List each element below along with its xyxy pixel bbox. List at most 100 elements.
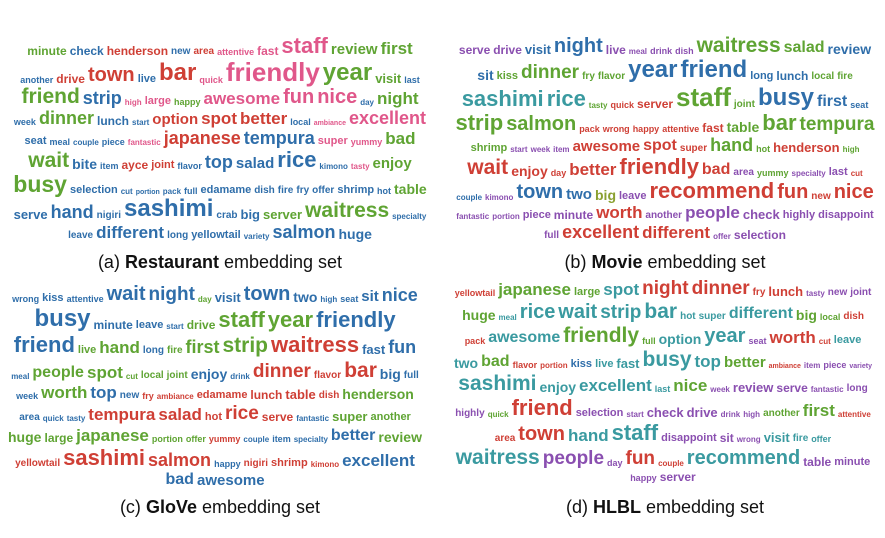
cloud-word-table: table bbox=[394, 180, 427, 197]
cloud-word-waitress: waitress bbox=[305, 199, 390, 223]
cloud-word-yellowtail: yellowtail bbox=[191, 229, 241, 242]
cloud-word-friendly: friendly bbox=[225, 56, 320, 87]
cloud-word-selection: selection bbox=[70, 183, 118, 196]
cloud-word-another: another bbox=[763, 408, 800, 420]
cloud-word-friend: friend bbox=[511, 395, 573, 421]
caption-c-suffix: embedding set bbox=[196, 497, 321, 517]
cloud-word-fry: fry bbox=[296, 184, 310, 196]
cloud-word-large: large bbox=[144, 95, 171, 108]
cloud-word-minute: minute bbox=[834, 456, 871, 469]
cloud-word-selection: selection bbox=[733, 228, 786, 242]
cloud-word-shrimp: shrimp bbox=[271, 457, 308, 469]
cloud-word-lunch: lunch bbox=[97, 114, 129, 129]
cloud-word-sashimi: sashimi bbox=[124, 195, 214, 223]
cloud-word-staff: staff bbox=[218, 307, 265, 332]
cloud-word-huge: huge bbox=[8, 428, 42, 445]
cloud-word-waitress: waitress bbox=[696, 34, 781, 57]
cloud-word-joint: joint bbox=[733, 99, 755, 110]
cloud-word-night: night bbox=[377, 89, 419, 109]
cloud-word-couple: couple bbox=[456, 193, 483, 202]
cloud-word-worth: worth bbox=[41, 383, 88, 402]
cloud-word-week: week bbox=[16, 391, 39, 401]
cloud-word-full: full bbox=[403, 369, 419, 381]
cloud-word-awesome: awesome bbox=[572, 138, 641, 155]
cloud-word-excellent: excellent bbox=[342, 451, 415, 470]
cloud-word-kiss: kiss bbox=[496, 70, 519, 82]
cloud-word-item: item bbox=[553, 145, 570, 154]
cloud-word-nice: nice bbox=[381, 284, 418, 305]
cloud-word-drink: drink bbox=[230, 371, 250, 381]
cloud-word-piece: piece bbox=[823, 359, 847, 370]
cloud-word-recommend: recommend bbox=[686, 447, 801, 470]
cloud-word-yummy: yummy bbox=[208, 433, 241, 444]
cloud-word-live: live bbox=[605, 43, 626, 57]
cloud-word-drive: drive bbox=[186, 318, 216, 332]
cloud-word-fun: fun bbox=[777, 181, 809, 203]
cloud-word-hand: hand bbox=[710, 135, 754, 155]
cloud-word-table: table bbox=[726, 119, 760, 135]
cloud-word-hand: hand bbox=[50, 202, 94, 223]
cloud-word-tempura: tempura bbox=[799, 114, 875, 135]
caption-c-prefix: (c) bbox=[119, 497, 146, 517]
cloud-word-first: first bbox=[802, 401, 835, 421]
cloud-word-joint: joint bbox=[151, 158, 175, 171]
cloud-word-recommend: recommend bbox=[649, 178, 775, 203]
cloud-word-pack: pack bbox=[162, 186, 182, 196]
cloud-word-lunch: lunch bbox=[768, 283, 804, 299]
cloud-word-excellent: excellent bbox=[349, 108, 427, 129]
cloud-word-visit: visit bbox=[375, 70, 402, 86]
cloud-word-cut: cut bbox=[125, 371, 138, 381]
cloud-word-full: full bbox=[544, 230, 560, 241]
cloud-word-cut: cut bbox=[818, 336, 831, 346]
cloud-word-offer: offer bbox=[312, 184, 335, 196]
caption-b: (b) Movie embedding set bbox=[450, 252, 880, 273]
cloud-word-highly: highly bbox=[782, 209, 816, 221]
cloud-word-another: another bbox=[20, 74, 54, 85]
cloud-word-portion: portion bbox=[135, 188, 160, 196]
cloud-word-new: new bbox=[811, 191, 831, 202]
cloud-word-ambiance: ambiance bbox=[156, 392, 194, 401]
cloud-word-area: area bbox=[193, 45, 215, 57]
cloud-word-ambiance: ambiance bbox=[768, 362, 801, 370]
cloud-word-sashimi: sashimi bbox=[458, 372, 537, 395]
cloud-word-wrong: wrong bbox=[736, 435, 761, 445]
cloud-word-staff: staff bbox=[611, 420, 659, 446]
cloud-word-portion: portion bbox=[492, 212, 520, 221]
cloud-word-town: town bbox=[243, 282, 291, 305]
cloud-word-nice: nice bbox=[673, 376, 708, 395]
cloud-word-day: day bbox=[550, 168, 567, 178]
cloud-word-different: different bbox=[728, 304, 793, 322]
cloud-word-start: start bbox=[132, 118, 150, 128]
cloud-word-fun: fun bbox=[283, 86, 315, 109]
cloud-word-week: week bbox=[13, 117, 36, 128]
cloud-word-day: day bbox=[197, 294, 212, 304]
cloud-word-salmon: salmon bbox=[506, 113, 577, 135]
cloud-word-people: people bbox=[32, 363, 84, 381]
cloud-word-option: option bbox=[658, 330, 702, 347]
cloud-word-japanese: japanese bbox=[498, 279, 571, 299]
cloud-word-happy: happy bbox=[214, 459, 241, 469]
cloud-word-live: live bbox=[137, 72, 157, 85]
cloud-word-awesome: awesome bbox=[203, 89, 281, 109]
cloud-word-specialty: specialty bbox=[293, 434, 328, 444]
cloud-word-two: two bbox=[293, 288, 318, 305]
cloud-word-dish: dish bbox=[675, 46, 694, 56]
cloud-word-quick: quick bbox=[610, 100, 635, 110]
cloud-word-fantastic: fantastic bbox=[296, 414, 330, 424]
cloud-word-day: day bbox=[360, 98, 374, 108]
cloud-word-area: area bbox=[19, 412, 40, 424]
cloud-word-portion: portion bbox=[151, 433, 183, 444]
cloud-word-high: high bbox=[320, 294, 338, 304]
cloud-word-table: table bbox=[285, 387, 316, 402]
cloud-word-minute: minute bbox=[553, 208, 594, 222]
cloud-word-tasty: tasty bbox=[588, 101, 608, 110]
cloud-word-leave: leave bbox=[135, 319, 164, 331]
cloud-word-piece: piece bbox=[522, 209, 551, 221]
cloud-word-tempura: tempura bbox=[243, 128, 315, 148]
cloud-word-kimono: kimono bbox=[310, 460, 340, 469]
cloud-word-busy: busy bbox=[34, 305, 91, 332]
cloud-word-flavor: flavor bbox=[512, 359, 538, 370]
cloud-word-live: live bbox=[595, 357, 614, 370]
cloud-word-bad: bad bbox=[385, 129, 416, 148]
